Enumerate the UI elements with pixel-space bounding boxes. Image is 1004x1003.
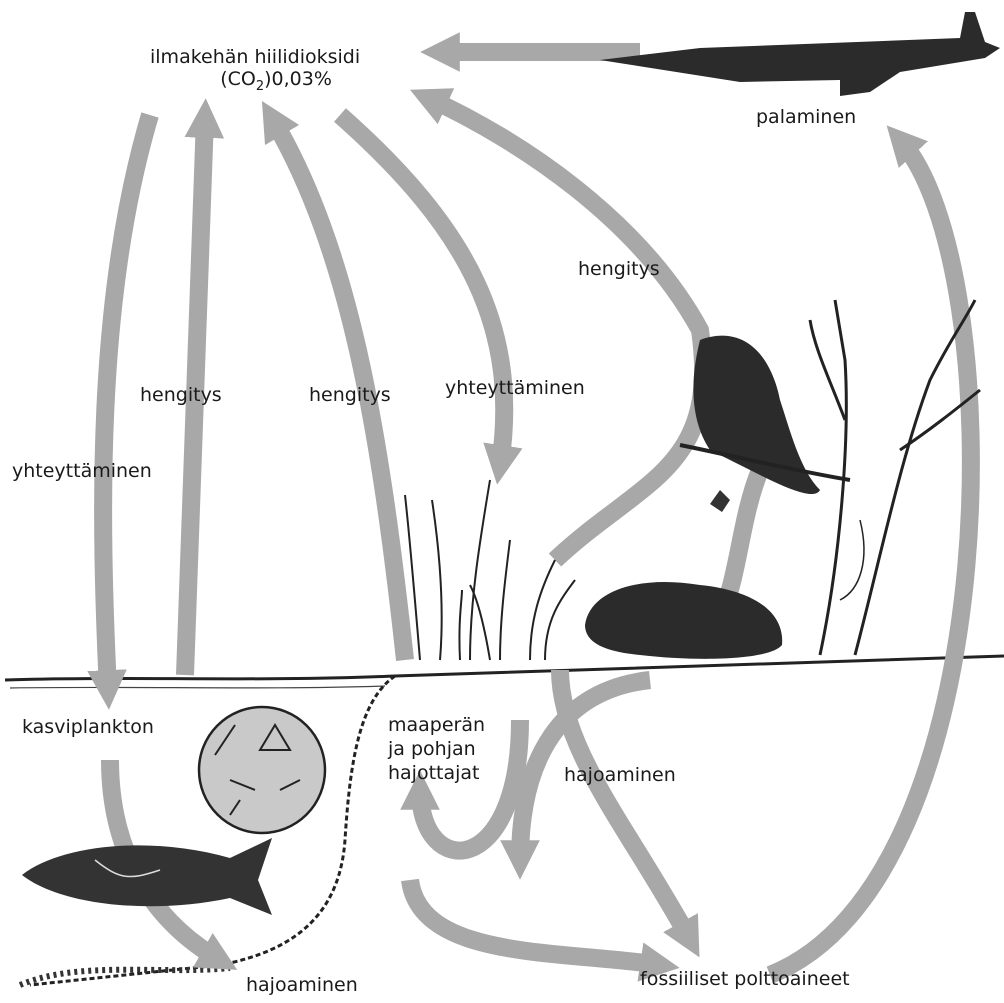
co2-subscript: 2 — [256, 79, 264, 94]
phytoplankton-label: kasviplankton — [22, 716, 154, 738]
owl-respiration-label: hengitys — [578, 258, 660, 280]
land-decomposition-label: hajoaminen — [564, 764, 676, 786]
co2-suffix: )0,03% — [264, 68, 332, 90]
combustion-label: palaminen — [756, 106, 856, 128]
water-decomposition-label: hajoaminen — [246, 974, 358, 996]
water-photosynthesis-label: yhteyttäminen — [12, 460, 152, 482]
arrow-owl-respiration — [428, 98, 703, 560]
beaver — [585, 582, 782, 659]
water-respiration-label: hengitys — [140, 384, 222, 406]
fossil-fuels-label: fossiiliset polttoaineet — [640, 968, 850, 990]
decomposers-line-2: ja pohjan — [388, 737, 485, 761]
land-photosynthesis-label: yhteyttäminen — [445, 377, 585, 399]
airplane — [600, 12, 1000, 96]
arrow-fossil-to-plane — [770, 140, 971, 975]
atmosphere-title: ilmakehän hiilidioksidi — [150, 46, 360, 68]
atmosphere-co2: (CO2)0,03% — [150, 68, 360, 98]
water-surface-line-2 — [10, 686, 385, 688]
co2-prefix: (CO — [220, 68, 256, 90]
land-respiration-label: hengitys — [309, 384, 391, 406]
decomposers-line-3: hajottajat — [388, 761, 485, 785]
decomposers-label: maaperän ja pohjan hajottajat — [388, 713, 485, 785]
reeds — [405, 480, 575, 660]
fish — [22, 838, 272, 915]
water-surface-line — [5, 656, 1004, 680]
owl — [680, 336, 850, 512]
plankton-circle — [199, 707, 325, 833]
arrow-bottom-to-fossil — [410, 880, 660, 965]
atmosphere-label: ilmakehän hiilidioksidi (CO2)0,03% — [150, 46, 360, 98]
decomposers-line-1: maaperän — [388, 713, 485, 737]
